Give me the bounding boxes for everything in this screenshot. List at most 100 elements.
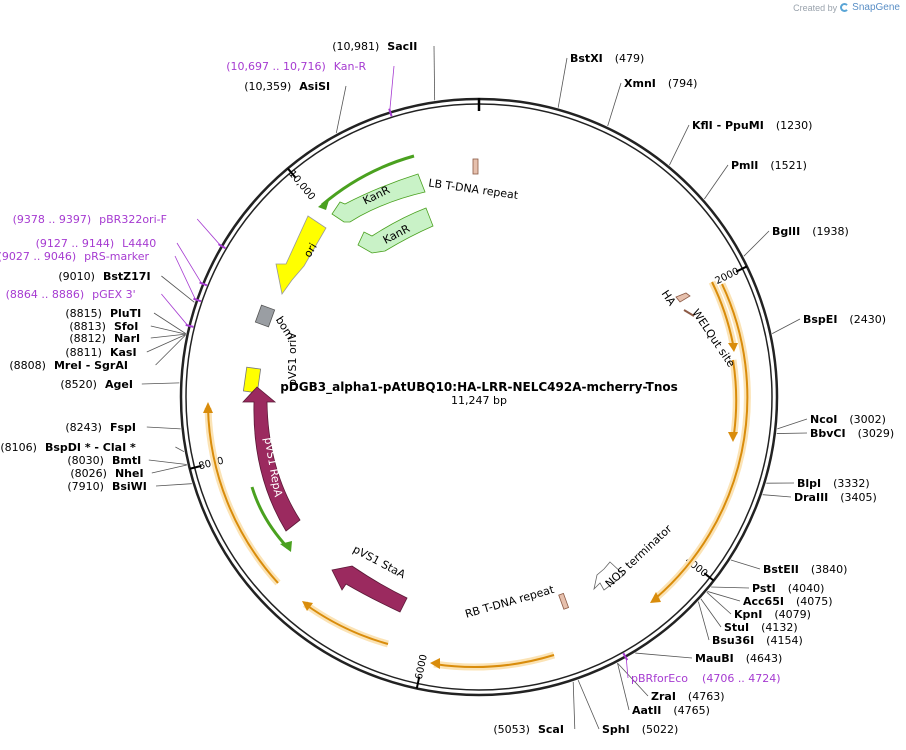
orf-arc-bottom-left-core [304, 603, 389, 645]
site-name: PluTI [110, 307, 141, 320]
ori-arrow [275, 215, 327, 295]
bom-box [254, 304, 276, 328]
plasmid-name: pDGB3_alpha1-pAtUBQ10:HA-LRR-NELC492A-mc… [280, 380, 678, 395]
primer-marks [185, 108, 629, 661]
site-label: (5053)ScaI [493, 723, 564, 736]
site-label: (8030)BmtI [67, 454, 141, 467]
tick-label: 6000 [414, 653, 430, 680]
site-label: AatII (4765) [632, 704, 710, 717]
kanr-orf-arc [321, 154, 415, 207]
lb-repeat-label: LB T-DNA repeat [428, 177, 520, 203]
site-position: (479) [615, 52, 645, 65]
site-label: XmnI(794) [624, 77, 697, 90]
site-position: (8106) [0, 441, 37, 454]
plasmid-size: 11,247 bp [451, 394, 507, 407]
kanr-arrow-1 [331, 173, 426, 223]
tick-mark [703, 572, 715, 582]
pvs1-oriv-label: pVS1 oriV [286, 332, 299, 386]
site-label: ZraI (4763) [651, 690, 725, 703]
site-position: (8811) [65, 346, 102, 359]
primer-label: (9378 .. 9397)pBR322ori-F [13, 213, 167, 226]
site-leader-line [776, 432, 808, 434]
site-label: MauBI(4643) [695, 652, 782, 665]
tick-mark [415, 676, 421, 689]
rb-repeat-box [558, 592, 570, 610]
site-label: (8811)KasI [65, 346, 136, 359]
site-position: (8243) [65, 421, 102, 434]
site-name: BspEI [803, 313, 837, 326]
site-name: ZraI [651, 690, 676, 703]
site-position: (8520) [60, 378, 97, 391]
repa-orf-arc [250, 486, 290, 550]
orf-arc-right-3-head [650, 592, 661, 603]
primer-leader-line [174, 255, 196, 300]
site-position: (1938) [812, 225, 849, 238]
site-label: (8520)AgeI [60, 378, 133, 391]
site-name: PmlI [731, 159, 758, 172]
site-position: (4075) [796, 595, 833, 608]
site-name: SfoI [114, 320, 138, 333]
site-label: Bsu36I(4154) [712, 634, 803, 647]
site-label: (10,981)SacII [332, 40, 417, 53]
site-label: (8808) MreI - SgrAI [9, 359, 128, 372]
site-label: PmlI(1521) [731, 159, 807, 172]
site-label: (9010)BstZ17I [58, 270, 150, 283]
orf-arc-bottom-left [302, 601, 389, 648]
orf-arc-bottom-head [430, 658, 440, 669]
orf-arc-bottom-core [433, 654, 555, 668]
primer-label: (10,697 .. 10,716)Kan-R [226, 60, 366, 73]
site-name: KflI - PpuMI [692, 119, 764, 132]
site-name: BstZ17I [103, 270, 151, 283]
orf-arc-right-3-core [655, 283, 749, 599]
site-leader-line [711, 586, 750, 589]
site-leader-line [669, 124, 690, 166]
site-name: NarI [114, 332, 140, 345]
site-position: (4765) [673, 704, 710, 717]
site-position: (10,981) [332, 40, 379, 53]
site-name: PstI [752, 582, 776, 595]
site-name: FspI [110, 421, 136, 434]
site-position: (8808) [9, 359, 46, 372]
site-name: ScaI [538, 723, 564, 736]
primer-mark [388, 108, 393, 117]
site-name: NheI [115, 467, 144, 480]
site-name: NcoI [810, 413, 837, 426]
site-labels: (10,981)SacII(10,359)AsiSIBstXI(479)XmnI… [0, 40, 894, 736]
site-name: MauBI [695, 652, 734, 665]
ori-label: ori [301, 241, 320, 260]
site-position: (794) [668, 77, 698, 90]
site-label: (8815) PluTI [65, 307, 141, 320]
site-name: MreI - SgrAI [54, 359, 128, 372]
site-position: (4763) [688, 690, 725, 703]
site-position: (8815) [65, 307, 102, 320]
primer-mark [218, 243, 226, 250]
site-leader-line [706, 591, 732, 615]
site-leader-line [151, 464, 187, 474]
site-name: KpnI [734, 608, 762, 621]
site-leader-line [635, 652, 693, 659]
site-leader-line [743, 230, 770, 257]
orf-arc-right-1-core [711, 281, 734, 345]
site-label: (8243) FspI [65, 421, 136, 434]
welqut-site-mark [683, 309, 695, 317]
site-leader-line [148, 459, 187, 465]
site-label: BlpI(3332) [797, 477, 870, 490]
site-leader-line [607, 82, 622, 127]
tick-mark [735, 265, 748, 273]
site-label: BspEI(2430) [803, 313, 886, 326]
site-leader-line [704, 164, 729, 200]
site-label: PstI(4040) [752, 582, 824, 595]
site-name: Bsu36I [712, 634, 754, 647]
site-name: AatII [632, 704, 661, 717]
primer-name: pRS-marker [84, 250, 149, 263]
site-position: (3840) [811, 563, 848, 576]
site-leader-line [155, 334, 186, 366]
site-name: BstXI [570, 52, 603, 65]
primer-mark [622, 652, 629, 661]
site-label: KflI - PpuMI(1230) [692, 119, 812, 132]
orf-arcs [203, 280, 751, 671]
nos-terminator-label: NOS terminator [603, 522, 675, 590]
site-position: (10,359) [244, 80, 291, 93]
site-leader-line [146, 334, 186, 353]
site-label: (8026)NheI [70, 467, 143, 480]
